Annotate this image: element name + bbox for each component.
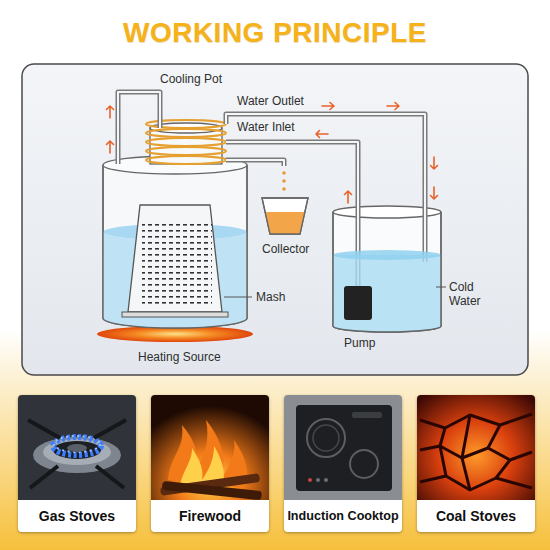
part-label: Cold Water xyxy=(449,280,489,308)
heat-source-tile: Induction Cooktop xyxy=(284,395,402,532)
part-label: Water Inlet xyxy=(237,120,295,134)
tile-label: Firewood xyxy=(179,508,241,524)
part-label: Pump xyxy=(344,336,375,350)
part-label: Water Outlet xyxy=(237,94,304,108)
part-label: Heating Source xyxy=(138,350,221,364)
heat-source-tile: Firewood xyxy=(151,395,269,532)
tile-label-bar: Induction Cooktop xyxy=(284,500,402,532)
heat-source-tile: Gas Stoves xyxy=(18,395,136,532)
tile-label-bar: Gas Stoves xyxy=(18,500,136,532)
part-label: Collector xyxy=(262,242,309,256)
part-label: Cooling Pot xyxy=(160,72,222,86)
heat-source-tile: Coal Stoves xyxy=(417,395,535,532)
tile-label-bar: Coal Stoves xyxy=(417,500,535,532)
tile-label: Coal Stoves xyxy=(436,508,516,524)
tile-label-bar: Firewood xyxy=(151,500,269,532)
part-label: Mash xyxy=(256,290,285,304)
title-heading: WORKING PRINCIPLE xyxy=(0,16,550,50)
tile-label: Gas Stoves xyxy=(39,508,115,524)
tile-label: Induction Cooktop xyxy=(287,508,398,524)
